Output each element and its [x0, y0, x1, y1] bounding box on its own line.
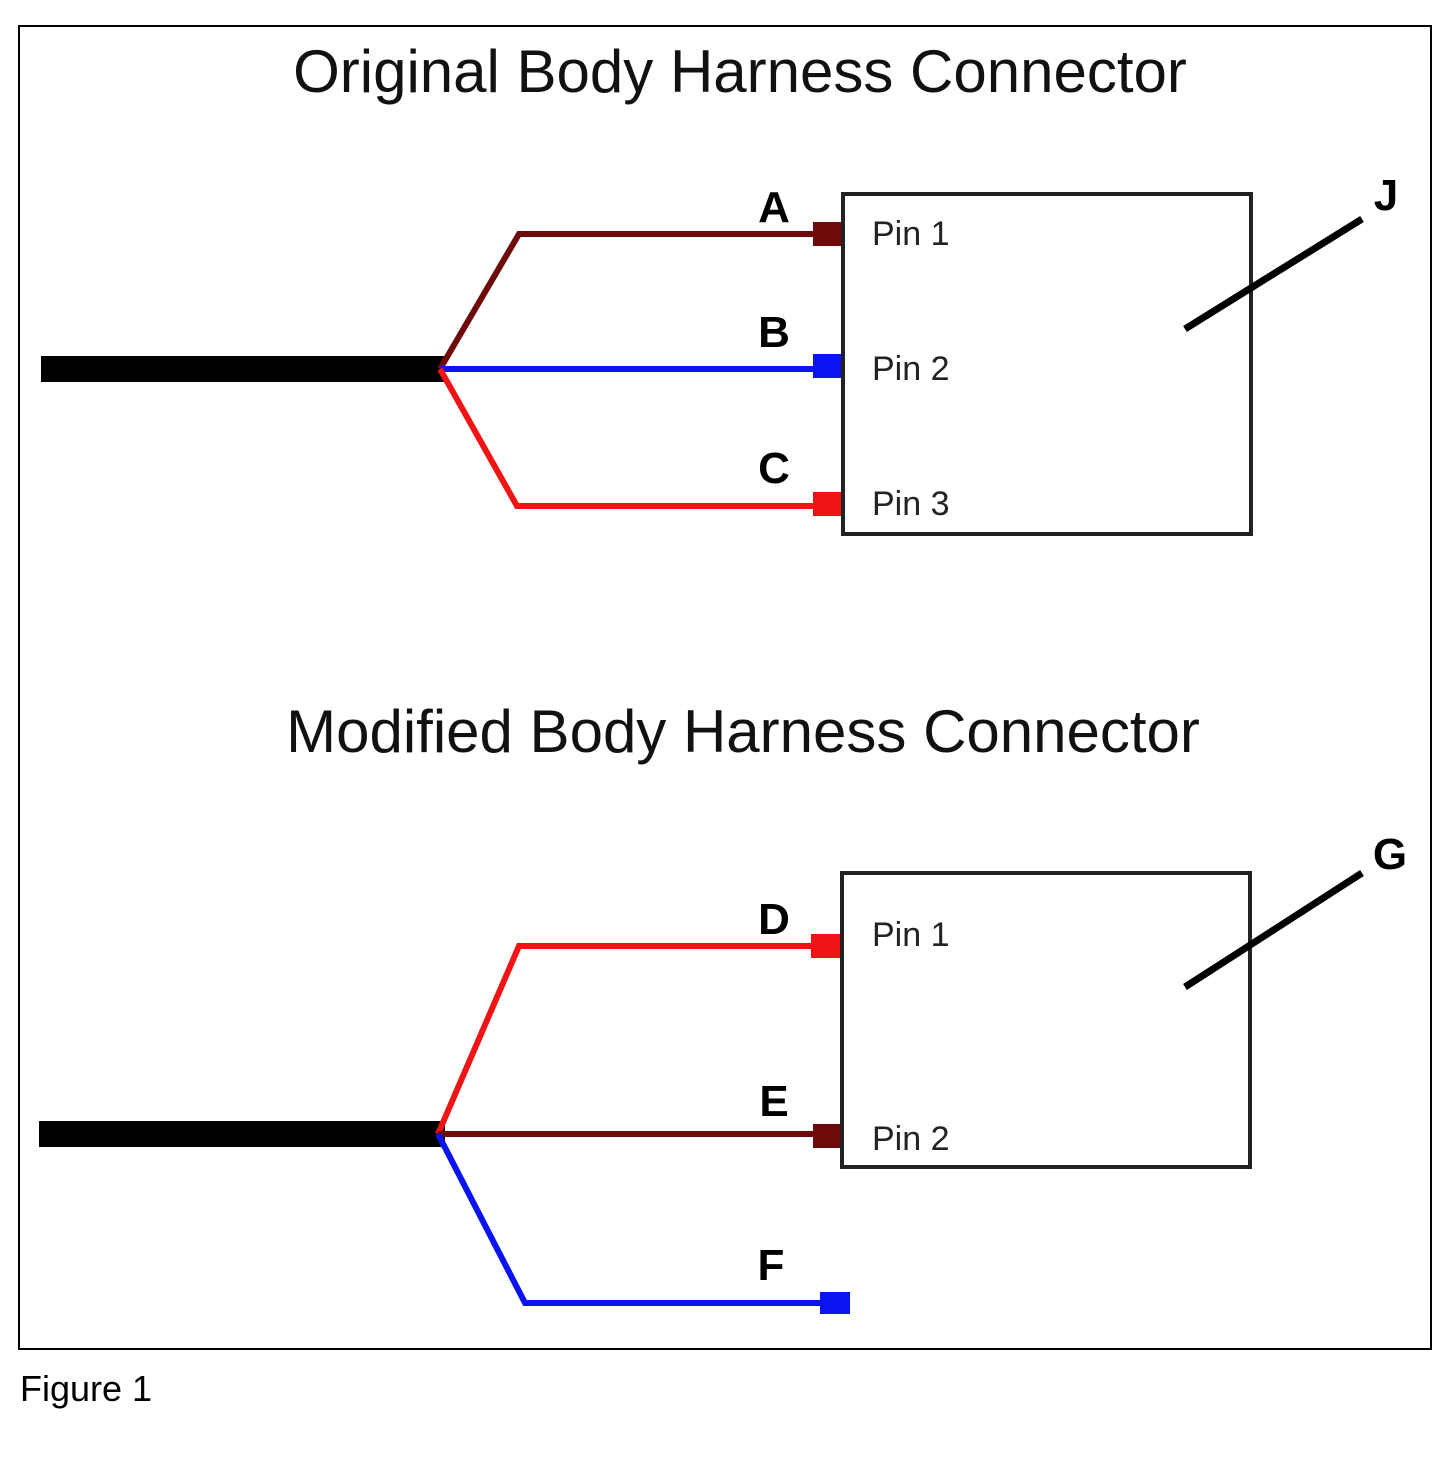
- wire-label-b: B: [758, 308, 790, 357]
- wire-label-e: E: [759, 1077, 788, 1126]
- wire-d: [435, 943, 815, 1136]
- wire-label-f: F: [758, 1241, 785, 1290]
- connector-j-pin-1: Pin 1: [872, 215, 950, 253]
- figure-frame: [18, 25, 1432, 1350]
- wire-d-terminal: [811, 934, 841, 958]
- wire-e-terminal: [813, 1124, 843, 1148]
- figure-caption: Figure 1: [20, 1368, 153, 1409]
- connector-g-label: G: [1373, 830, 1407, 879]
- original-title: Original Body Harness Connector: [293, 38, 1187, 105]
- wire-label-a: A: [758, 183, 790, 232]
- modified-title: Modified Body Harness Connector: [286, 698, 1200, 765]
- connector-g-pin-1: Pin 1: [872, 916, 950, 954]
- connector-g-leader: [1183, 870, 1364, 990]
- wire-a-terminal: [813, 222, 843, 246]
- connector-j-leader: [1183, 216, 1364, 332]
- wire-f-terminal: [820, 1292, 850, 1314]
- wire-b-terminal: [813, 354, 843, 378]
- connector-j-pin-2: Pin 2: [872, 350, 950, 388]
- connector-j-housing: [841, 192, 1253, 536]
- wire-c: [437, 367, 815, 509]
- connector-g-housing: [840, 871, 1252, 1169]
- connector-g-pin-2: Pin 2: [872, 1120, 950, 1158]
- wire-label-c: C: [758, 444, 790, 493]
- wire-a: [437, 231, 815, 371]
- original-section: Original Body Harness Connector A B C Pi…: [41, 38, 1398, 536]
- wire-c-terminal: [813, 492, 843, 516]
- connector-j-pin-3: Pin 3: [872, 485, 950, 523]
- wire-label-d: D: [758, 895, 790, 944]
- modified-section: Modified Body Harness Connector D E F Pi…: [39, 698, 1407, 1314]
- wire-f: [435, 1132, 830, 1306]
- connector-j-label: J: [1374, 171, 1398, 220]
